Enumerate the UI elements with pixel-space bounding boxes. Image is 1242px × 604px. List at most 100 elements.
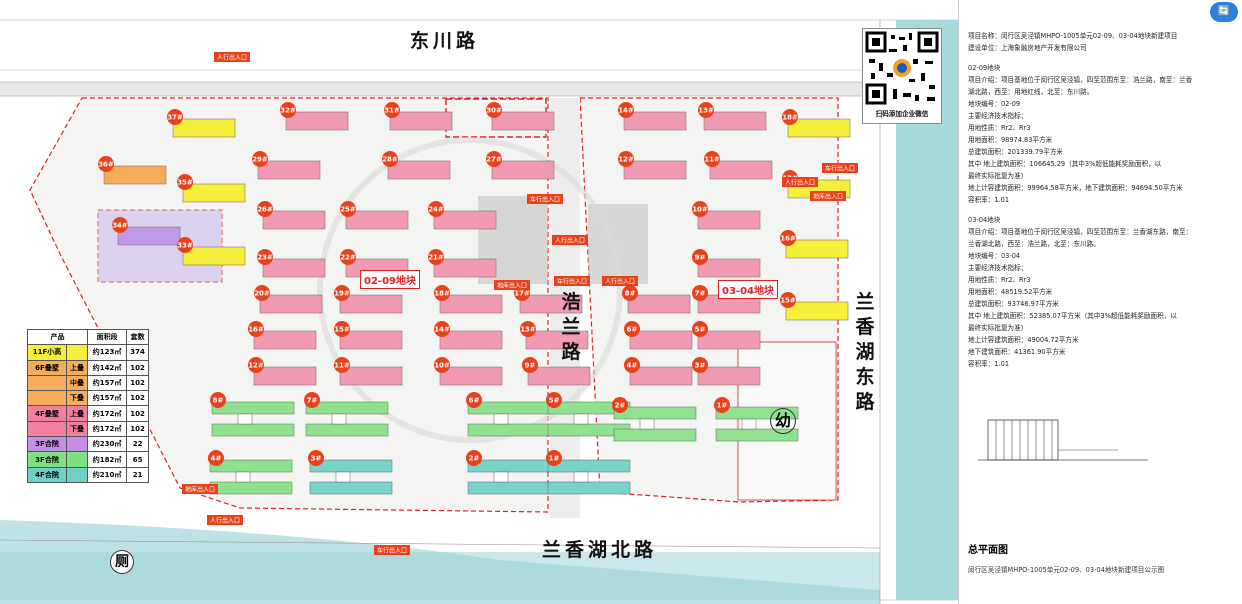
building-number-marker [280,102,296,118]
entrance-tag [527,194,563,204]
entrance-tag [374,545,410,555]
building-block [491,160,555,180]
building-number-label: 24# [428,206,444,214]
building-number-marker [714,397,730,413]
plot-label-03-04: 03-04地块 [718,280,778,299]
building-number-label: 13# [520,326,536,334]
legend-product: 6F叠墅 [26,359,68,376]
building-number-label: 19# [334,290,350,298]
building-number-marker [257,201,273,217]
entrance-tag [810,191,846,201]
entrance-tag-label: 人行出入口 [210,517,240,525]
building-block [103,165,167,185]
plot1-intro-cont: 湖北路，西至：用地红线，北至：东川路。 [968,88,1094,96]
building-number-marker [254,285,270,301]
building-number-marker [522,357,538,373]
building-block [623,111,687,131]
plot1-title: 02-09地块 [968,64,1001,72]
building-number-marker [308,450,324,466]
plot2-intro: 项目介绍：项目基地位于闵行区吴泾镇，四至范围东至：兰香湖东路，南至： [968,228,1193,236]
building-number-label: 35# [177,179,193,187]
building-block [439,294,503,314]
site-plan-map: 37#32#31#30#36#29#28#27#35#26#25#24#34#3… [0,19,958,604]
building-number-marker [257,249,273,265]
building-block [547,481,631,495]
building-number-label: 23# [257,254,273,262]
building-number-marker [167,109,183,125]
building-number-label: 37# [167,114,183,122]
building-number-label: 18# [434,290,450,298]
entrance-tag-label: 车行出入口 [557,278,587,286]
building-block [697,210,761,230]
toilet-mark: 厕 [110,550,134,574]
building-block [211,401,295,415]
building-block [211,423,295,437]
building-number-marker [252,151,268,167]
entrance-tag [782,177,818,187]
building-block [172,118,236,138]
building-number-label: 34# [112,222,128,230]
legend-subtype: 中叠 [66,374,89,392]
building-number-label: 31# [384,107,400,115]
plot2-intro-cont: 兰香湖北路，西至：浩兰路，北至：东川路。 [968,240,1100,248]
building-number-marker [428,201,444,217]
building-number-marker [334,285,350,301]
building-number-marker [382,151,398,167]
building-block [309,459,393,473]
entrance-tag [822,163,858,173]
legend-product: 4F叠墅 [26,405,68,422]
plot1-above: 其中 地上建筑面积：106645.29（其中3%超低能耗奖励面积，以 [968,160,1162,168]
building-block [257,160,321,180]
entrance-tag-label: 地库出入口 [813,193,843,201]
legend-product [26,374,68,392]
building-number-label: 1# [717,402,728,410]
building-number-marker [782,109,798,125]
building-block [285,111,349,131]
qr-pattern-icon [865,31,939,105]
plot2-above: 其中 地上建筑面积：52385.07平方米（其中3%超低能耗奖励面积，以 [968,312,1177,320]
building-number-label: 7# [307,397,318,405]
plot1-gfa: 总建筑面积：201339.79平方米 [968,148,1064,156]
plot1-above-cont: 最终实际批复为准） [968,172,1028,180]
building-number-label: 11# [334,362,350,370]
plot1-nature: 用地性质：Rr2、Rr3 [968,124,1031,132]
plot1-indicators: 主要经济技术指标： [968,112,1028,120]
building-block [253,330,317,350]
building-number-marker [304,392,320,408]
legend-subtype: 上叠 [66,405,89,422]
legend-header-cell: 套数 [126,328,149,346]
building-courtyard [639,418,655,430]
building-courtyard [493,471,509,483]
building-block [209,481,293,495]
building-number-label: 11# [704,156,720,164]
building-number-label: 9# [525,362,536,370]
legend-subtype: 下叠 [66,390,89,407]
building-block [519,294,583,314]
building-number-marker [618,102,634,118]
building-number-label: 10# [692,206,708,214]
building-block [697,366,761,386]
building-block [259,294,323,314]
building-number-marker [520,321,536,337]
legend-count: 102 [126,390,149,407]
building-number-label: 18# [782,114,798,122]
building-number-label: 3# [695,362,706,370]
refresh-button[interactable]: 🔄 [1210,2,1238,22]
legend-product: 11F小高 [26,344,68,361]
building-number-label: 14# [434,326,450,334]
building-courtyard [573,413,589,425]
building-number-marker [486,102,502,118]
footer-subtitle: 闵行区吴泾镇MHPO-1005单元02-09、03-04地块新建项目公示图 [968,566,1165,574]
entrance-tag-label: 车行出入口 [825,165,855,173]
building-number-label: 21# [428,254,444,262]
building-number-label: 28# [382,156,398,164]
building-number-label: 33# [177,242,193,250]
legend-area: 约210㎡ [87,466,128,483]
building-number-label: 5# [695,326,706,334]
entrance-tag [554,276,590,286]
